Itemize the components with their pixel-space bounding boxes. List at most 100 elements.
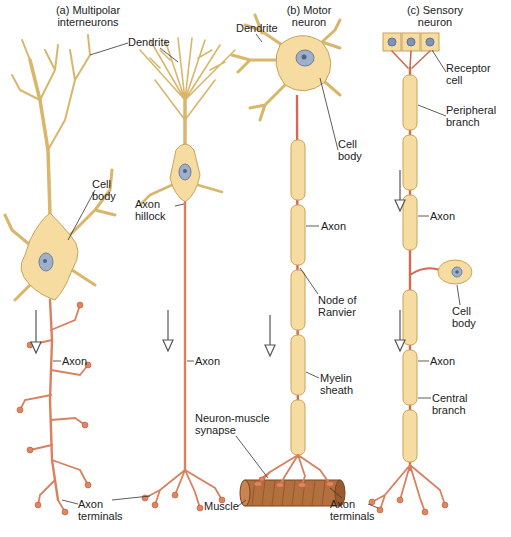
cell-body	[183, 169, 187, 173]
receptor-cell	[383, 33, 439, 51]
receptor-cell	[421, 33, 439, 51]
cell-body	[296, 50, 314, 66]
direction-arrow	[167, 310, 168, 341]
dendrite	[183, 100, 187, 145]
leader-line	[418, 361, 429, 362]
axon	[184, 202, 186, 470]
receptor-cell	[402, 33, 420, 51]
part-label: Dendrite	[236, 22, 278, 34]
axon-terminal	[85, 482, 91, 488]
direction-arrow	[395, 340, 405, 351]
part-label: Myelin sheath	[320, 372, 360, 396]
part-label: Dendrite	[128, 36, 170, 48]
myelin-sheath	[403, 350, 417, 405]
leader-line	[68, 190, 95, 240]
cell-body	[455, 270, 459, 274]
axon-terminal	[197, 505, 203, 511]
direction-arrow	[265, 345, 275, 356]
myelin-sheath	[291, 205, 305, 265]
leader-line	[432, 50, 446, 72]
axon-terminal	[276, 483, 284, 488]
leader-line	[418, 216, 429, 217]
part-label: Receptor cell	[446, 62, 498, 86]
panel-title: (b) Motor neuron	[280, 4, 338, 28]
part-label: Central branch	[432, 392, 477, 416]
axon-terminal	[62, 509, 68, 515]
leader-line	[187, 361, 194, 362]
axon-terminal	[172, 492, 178, 498]
leader-line	[53, 361, 61, 362]
axon-terminal	[369, 499, 375, 505]
muscle	[240, 480, 250, 506]
panel-title: (c) Sensory neuron	[402, 4, 468, 28]
muscle	[245, 480, 340, 506]
axon-terminal	[369, 497, 448, 515]
cell-body	[302, 55, 307, 60]
direction-arrow	[399, 310, 400, 341]
cell-body	[179, 164, 191, 180]
panel-title: (a) Multipolar interneurons	[48, 4, 128, 28]
leader-line	[160, 48, 178, 62]
part-label: Axon	[430, 355, 455, 367]
axon	[372, 465, 445, 512]
part-label: Axon	[195, 355, 220, 367]
muscle	[252, 481, 325, 505]
myelin-sheath	[403, 290, 417, 345]
axon-terminal	[397, 497, 403, 503]
leader-line	[306, 226, 319, 227]
dendrite	[12, 35, 90, 150]
axon-terminal	[27, 447, 33, 453]
axon-terminal	[298, 483, 306, 488]
part-label: Cell body	[92, 178, 122, 202]
axon	[145, 202, 222, 508]
axon-terminal	[142, 495, 148, 501]
axon-terminal	[254, 477, 334, 488]
cell-body	[21, 213, 78, 300]
axon-terminal	[442, 502, 448, 508]
leader-line	[256, 34, 262, 42]
cell-body	[452, 267, 462, 277]
axon-terminal	[326, 482, 334, 487]
cell-body	[170, 144, 200, 202]
part-label: Axon hillock	[135, 198, 175, 222]
leader-line	[306, 372, 319, 378]
leader-line	[418, 105, 446, 116]
leader-line	[62, 500, 78, 504]
part-label: Axon terminals	[78, 498, 130, 522]
axon	[372, 465, 445, 512]
leader-line	[175, 204, 184, 206]
dendrite	[30, 60, 50, 215]
part-label: Axon	[430, 210, 455, 222]
axon	[258, 455, 330, 485]
part-label: Axon	[62, 355, 87, 367]
cell-body	[276, 36, 331, 91]
leader-line	[236, 436, 268, 478]
axon-terminal	[82, 422, 88, 428]
axon-terminal	[17, 302, 91, 515]
part-label: Node of Ranvier	[318, 294, 363, 318]
axon-terminal	[152, 502, 158, 508]
axon	[258, 455, 330, 485]
myelin-sheath	[403, 410, 417, 462]
direction-arrow	[399, 170, 400, 201]
axon	[410, 268, 440, 275]
leader-line	[368, 504, 378, 508]
part-label: Cell body	[338, 138, 368, 162]
myelin-sheath	[403, 75, 417, 462]
cell-body	[438, 260, 472, 284]
cell-body	[438, 260, 472, 284]
leader-line	[320, 78, 338, 150]
axon-terminal	[77, 302, 83, 308]
dendrite	[140, 38, 235, 120]
part-label: Muscle	[204, 500, 239, 512]
direction-arrow	[35, 310, 36, 343]
dendrite	[140, 38, 235, 205]
part-label: Cell body	[452, 305, 482, 329]
dendrite	[232, 15, 340, 120]
part-label: Peripheral branch	[446, 104, 502, 128]
myelin-sheath	[291, 270, 305, 330]
receptor-cell	[383, 33, 401, 51]
myelin-sheath	[291, 400, 305, 455]
